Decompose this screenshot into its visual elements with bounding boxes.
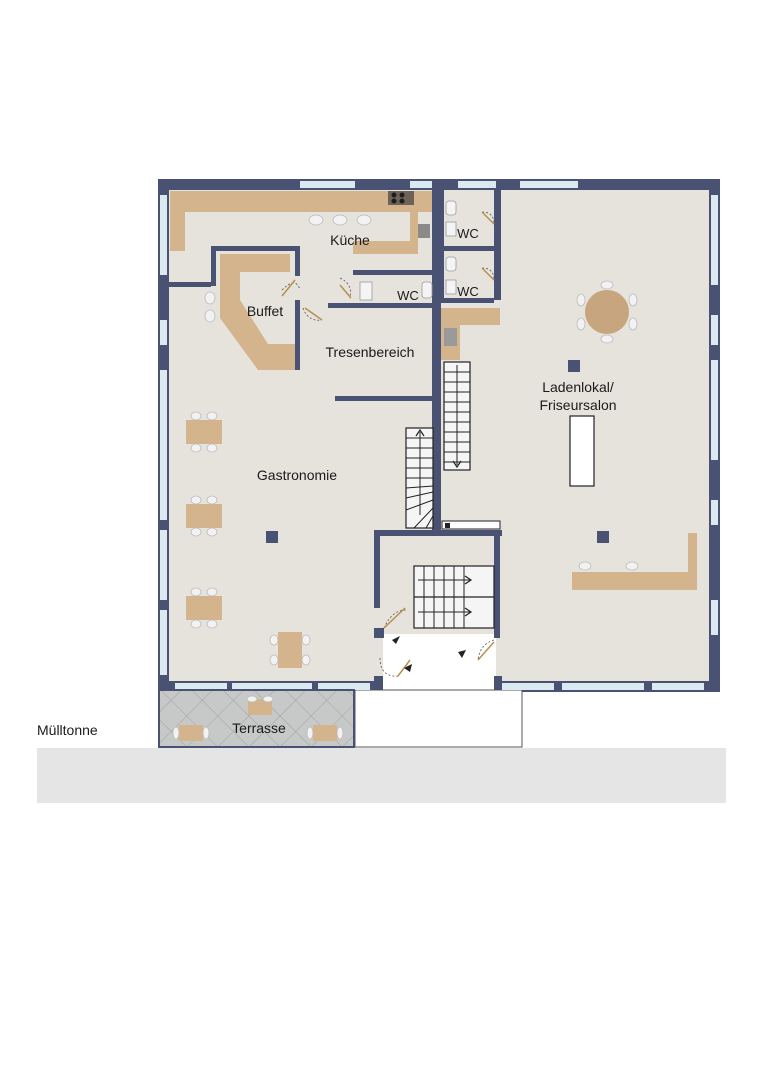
label-muelltonne: Mülltonne [37, 722, 98, 738]
staircase-lower [405, 427, 434, 529]
round-table [576, 280, 638, 344]
wall-stairwell-left [374, 530, 380, 608]
wall-kitchen-left [169, 282, 211, 287]
label-wc-lower: WC [457, 284, 479, 299]
kitchen-counter [170, 191, 432, 254]
label-ladenlokal: Ladenlokal/ [542, 379, 614, 395]
sink-counter [441, 308, 500, 360]
pillar [266, 531, 278, 543]
label-wc-upper: WC [457, 226, 479, 241]
window [160, 530, 167, 600]
table-group [186, 411, 222, 453]
wall-buffet-right [295, 246, 300, 276]
window [711, 360, 718, 460]
wall-central [432, 190, 441, 530]
window [300, 181, 355, 188]
buffet-counter [220, 254, 296, 370]
label-terrasse: Terrasse [232, 720, 286, 736]
label-friseursalon: Friseursalon [539, 397, 616, 413]
window [160, 610, 167, 675]
salon-counter [572, 533, 697, 590]
wall-kitchen-bottom [353, 270, 435, 275]
table-group [186, 495, 222, 537]
pillar [568, 360, 580, 372]
label-wc-kitchen: WC [397, 288, 419, 303]
label-buffet: Buffet [247, 303, 283, 319]
window [502, 683, 554, 690]
window [520, 181, 578, 188]
street-strip [37, 748, 726, 803]
window [711, 500, 718, 525]
window [160, 320, 167, 345]
wall-wc-bottom [441, 298, 494, 303]
entrance-area [383, 634, 496, 692]
wall-tresen-bottom [335, 396, 435, 401]
window [160, 195, 167, 275]
pillar [597, 531, 609, 543]
window [562, 683, 644, 690]
wall-stairwell-right [494, 530, 500, 638]
wall-tresen-v [295, 300, 300, 370]
wall-stairwell-top [374, 530, 502, 536]
wall-wc3-v [441, 190, 444, 300]
label-tresenbereich: Tresenbereich [326, 344, 415, 360]
window [410, 181, 432, 188]
window [711, 195, 718, 285]
label-kueche: Küche [330, 232, 370, 248]
staircase-entrance [413, 565, 495, 629]
window [318, 683, 370, 690]
wall-tresen-top [328, 303, 436, 308]
wall-wc-right [494, 190, 501, 300]
table-group [186, 587, 222, 629]
display-counter [569, 415, 595, 487]
wall-buffet-top [211, 246, 299, 251]
label-gastronomie: Gastronomie [257, 467, 337, 483]
window [458, 181, 496, 188]
window [175, 683, 227, 690]
table-group [269, 632, 311, 668]
window [232, 683, 312, 690]
window [652, 683, 704, 690]
window [160, 370, 167, 520]
window [711, 315, 718, 345]
wall-wc-mid [441, 246, 494, 251]
entrance-forecourt [354, 689, 523, 748]
window [711, 600, 718, 635]
wc-floor [444, 190, 494, 246]
wall-buffet-v [211, 246, 216, 286]
staircase-upper [443, 361, 471, 471]
